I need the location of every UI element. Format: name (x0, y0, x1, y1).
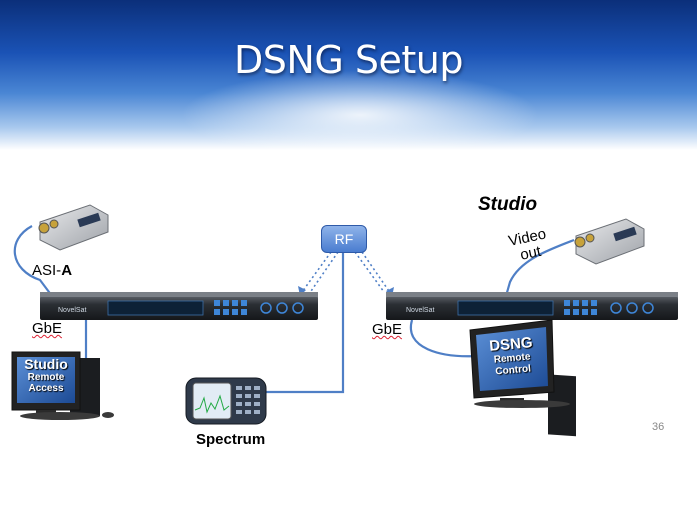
cable-asi-left (13, 225, 53, 297)
left-modem-rack (40, 292, 318, 320)
left-monitor-line1: Studio (24, 356, 68, 372)
gbe-right-label: GbE (372, 321, 403, 338)
left-monitor-line3: Access (28, 383, 64, 394)
left-modem-brand: NovelSat (58, 307, 86, 314)
cable-gbe-right (409, 319, 479, 358)
cable-rf-spectrum (266, 252, 345, 394)
spectrum-label: Spectrum (196, 431, 266, 448)
left-monitor-text: Studio Remote Access (17, 356, 75, 395)
asi-a-label: ASI-A (32, 262, 72, 279)
cable-video-out (504, 238, 575, 297)
rf-links (301, 251, 392, 295)
right-video-device (574, 218, 645, 265)
spectrum-analyzer (185, 377, 267, 425)
left-computer (11, 351, 114, 420)
asi-suffix: A (61, 262, 73, 279)
left-monitor-line2: Remote (27, 372, 65, 383)
slide-title: DSNG Setup (234, 38, 463, 82)
right-monitor-text: DSNG Remote Control (476, 334, 547, 380)
rf-node: RF (321, 225, 367, 253)
cable-lines (13, 225, 575, 394)
right-modem-brand: NovelSat (406, 307, 434, 314)
left-asi-device (38, 204, 109, 251)
right-modem-rack (386, 292, 678, 320)
page-number: 36 (652, 421, 665, 433)
gbe-left-label: GbE (32, 320, 63, 337)
asi-prefix: ASI- (32, 262, 62, 279)
header-glow (180, 70, 540, 160)
studio-label: Studio (478, 194, 538, 215)
right-computer (469, 319, 576, 437)
